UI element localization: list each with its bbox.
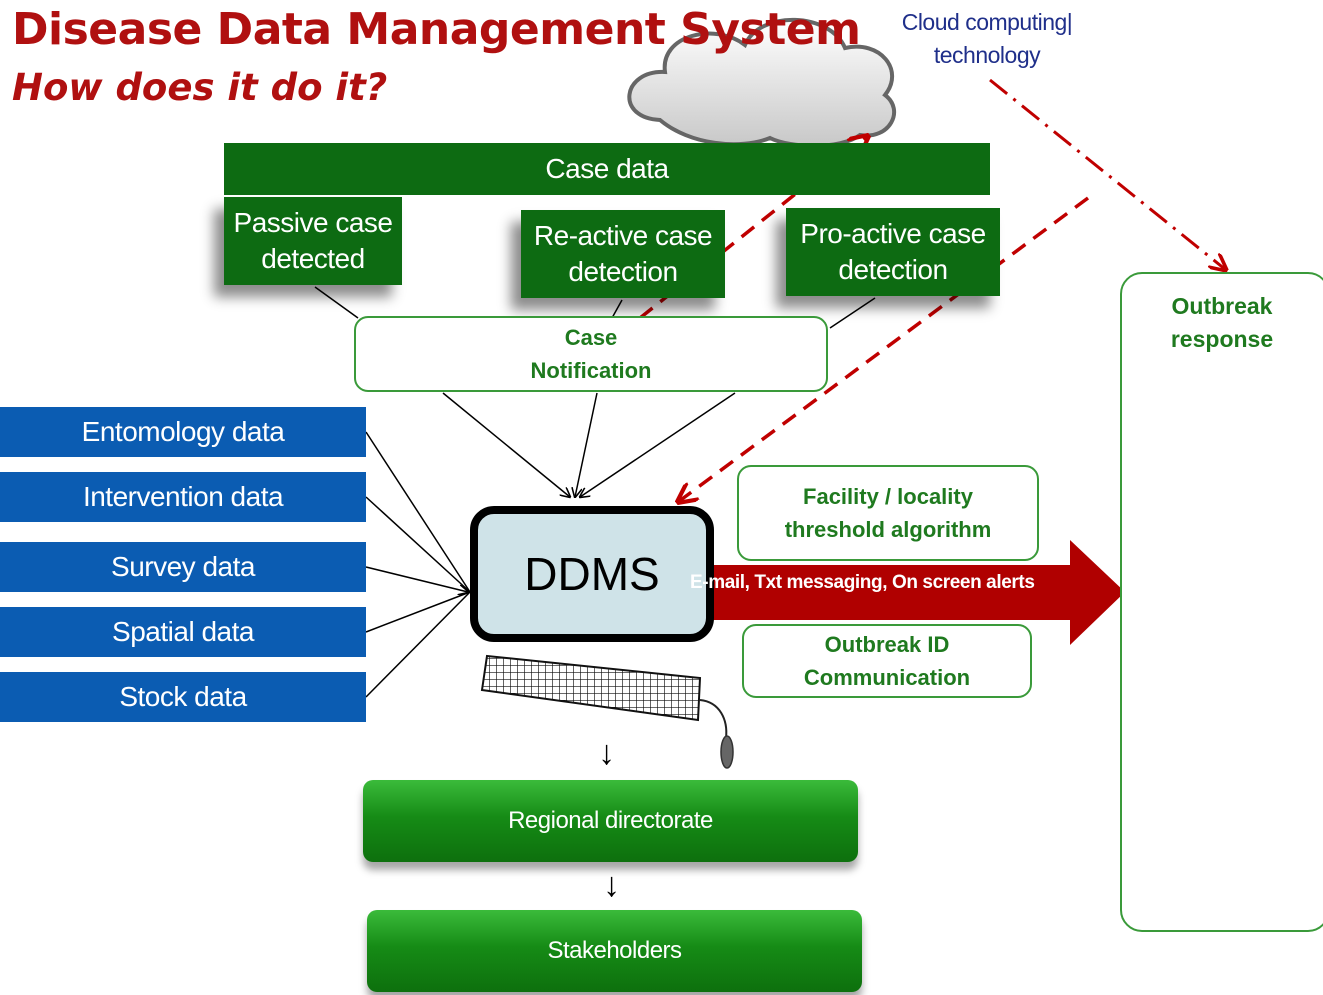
stock-data-bar: Stock data	[0, 672, 366, 722]
stakeholders-box: Stakeholders	[367, 910, 862, 992]
dashed-arrow-to-ddms	[678, 196, 1090, 502]
regional-directorate-box: Regional directorate	[363, 780, 858, 862]
connector-arrow	[442, 392, 570, 497]
alerts-label: E-mail, Txt messaging, On screen alerts	[690, 572, 1035, 593]
connector-line	[314, 286, 359, 319]
connector-line	[365, 431, 471, 593]
connector-arrow	[365, 566, 468, 592]
survey-data-bar: Survey data	[0, 542, 366, 592]
connector-line	[611, 299, 623, 319]
page-title: Disease Data Management System	[12, 4, 861, 55]
reactive-case-box: Re-active case detection	[521, 210, 725, 298]
mouse-icon	[720, 735, 734, 769]
connector-arrow	[580, 392, 736, 497]
spatial-data-bar: Spatial data	[0, 607, 366, 657]
down-arrow-icon: ↓	[598, 734, 615, 772]
proactive-case-box: Pro-active case detection	[786, 208, 1000, 296]
alert-arrow	[675, 540, 1125, 645]
mouse-cable	[699, 699, 728, 739]
case-data-bar: Case data	[224, 143, 990, 195]
passive-case-box: Passive case detected	[224, 197, 402, 285]
outbreak-response-label: Outbreak response	[1170, 293, 1274, 352]
connector-arrow	[575, 392, 598, 497]
connector-line	[365, 591, 471, 633]
page-subtitle: How does it do it?	[12, 66, 388, 109]
keyboard-icon	[480, 654, 702, 722]
ddms-box: DDMS	[470, 506, 714, 642]
connector-line	[829, 297, 876, 329]
connector-line	[365, 496, 471, 593]
cloud-computing-label: Cloud computing| technology	[901, 9, 1073, 68]
cloud-icon	[627, 17, 897, 148]
threshold-algorithm-box: Facility / locality threshold algorithm	[737, 465, 1039, 561]
case-notification-box: Case Notification	[354, 316, 828, 392]
connector-line	[365, 591, 471, 698]
down-arrow-icon: ↓	[603, 866, 620, 904]
outbreak-response-panel	[1120, 272, 1323, 932]
entomology-data-bar: Entomology data	[0, 407, 366, 457]
outbreak-id-box: Outbreak ID Communication	[742, 624, 1032, 698]
intervention-data-bar: Intervention data	[0, 472, 366, 522]
dashdot-arrow-to-response	[989, 78, 1226, 270]
